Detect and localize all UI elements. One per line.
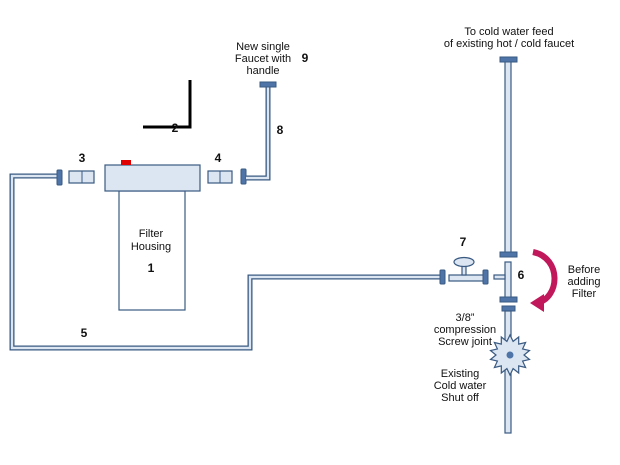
- tee-6: [504, 261, 512, 299]
- number-4: 4: [215, 151, 222, 165]
- feed-pipe: [504, 59, 512, 254]
- tee-6-stub: [493, 274, 506, 280]
- number-9: 9: [302, 51, 309, 65]
- number-8: 8: [277, 123, 284, 137]
- faucet-cap: [259, 81, 277, 88]
- filter-head: [104, 164, 201, 192]
- arrow-head-icon: [530, 294, 544, 312]
- shutoff-valve-hub: [506, 351, 514, 359]
- fitting-3: [68, 170, 95, 184]
- pipe-5: [9, 173, 440, 351]
- valve-7-handle: [453, 256, 475, 268]
- cap-outlet: [240, 168, 247, 185]
- feed-cap-bottom: [499, 251, 518, 258]
- pressure-button: [121, 160, 131, 165]
- number-7: 7: [460, 235, 467, 249]
- number-2: 2: [172, 121, 179, 135]
- tee-cap: [499, 296, 518, 303]
- filter-body: [118, 190, 186, 311]
- number-6: 6: [518, 268, 525, 282]
- pipe-5-inner: [10, 174, 440, 350]
- fitting-4: [207, 170, 233, 184]
- bracket-2: [143, 80, 192, 129]
- joint-cap: [501, 305, 516, 312]
- valve-7-body: [448, 274, 485, 282]
- pipe-8: [246, 86, 271, 181]
- number-3: 3: [79, 151, 86, 165]
- number-1: 1: [148, 261, 155, 275]
- valve-7-cap-right: [482, 269, 489, 285]
- valve-7-cap-left: [439, 269, 446, 285]
- feed-cap-top: [499, 56, 518, 63]
- cap-inlet: [56, 169, 63, 186]
- number-5: 5: [81, 326, 88, 340]
